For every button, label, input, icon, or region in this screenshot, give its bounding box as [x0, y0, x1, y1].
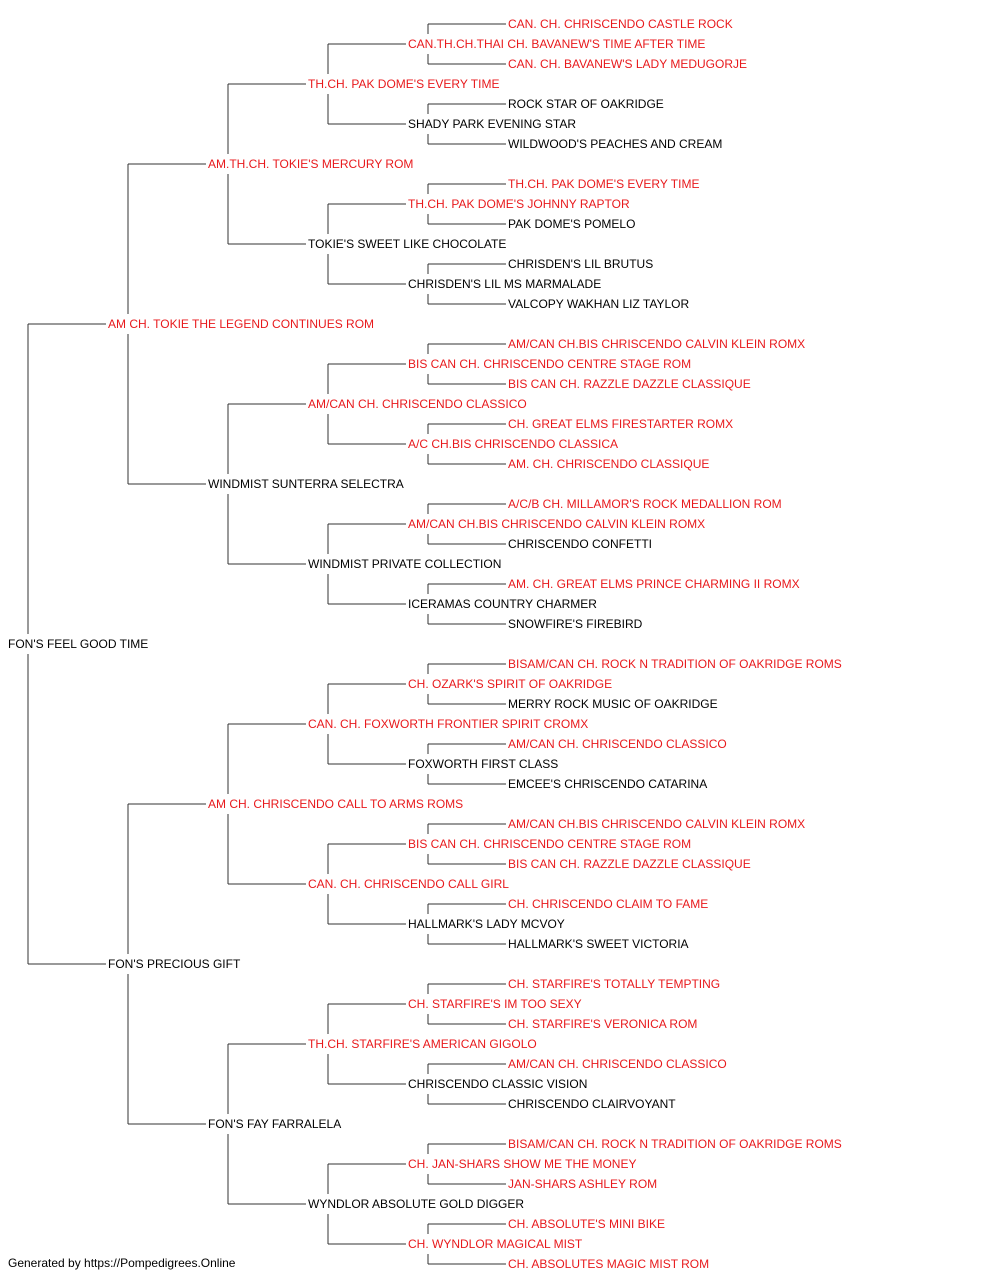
subject-sire-dam-dam-dam-sire-name: AM. CH. GREAT ELMS PRINCE CHARMING II RO…: [508, 577, 800, 591]
subject-sire-dam-dam-dam-name: ICERAMAS COUNTRY CHARMER: [408, 597, 597, 611]
subject-sire-dam-dam-name: WINDMIST PRIVATE COLLECTION: [308, 557, 501, 571]
subject-dam-dam-sire-dam-name: CHRISCENDO CLASSIC VISION: [408, 1077, 587, 1091]
subject-sire-dam-sire-sire-dam-name: BIS CAN CH. RAZZLE DAZZLE CLASSIQUE: [508, 377, 751, 391]
subject-dam-sire-sire-dam-dam-name: EMCEE'S CHRISCENDO CATARINA: [508, 777, 707, 791]
subject-sire-dam-dam-dam-dam-name: SNOWFIRE'S FIREBIRD: [508, 617, 643, 631]
subject-dam-dam-dam-dam-name: CH. WYNDLOR MAGICAL MIST: [408, 1237, 583, 1251]
subject-dam-sire-sire-name: CAN. CH. FOXWORTH FRONTIER SPIRIT CROMX: [308, 717, 588, 731]
subject-dam-sire-sire-sire-dam-name: MERRY ROCK MUSIC OF OAKRIDGE: [508, 697, 718, 711]
subject-dam-dam-name: FON'S FAY FARRALELA: [208, 1117, 341, 1131]
subject-dam-dam-dam-sire-sire-name: BISAM/CAN CH. ROCK N TRADITION OF OAKRID…: [508, 1137, 842, 1151]
subject-sire-dam-sire-sire-name: BIS CAN CH. CHRISCENDO CENTRE STAGE ROM: [408, 357, 691, 371]
subject-sire-name: AM CH. TOKIE THE LEGEND CONTINUES ROM: [108, 317, 374, 331]
subject-sire-sire-name: AM.TH.CH. TOKIE'S MERCURY ROM: [208, 157, 413, 171]
subject-sire-dam-sire-dam-name: A/C CH.BIS CHRISCENDO CLASSICA: [408, 437, 618, 451]
subject-sire-sire-sire-dam-dam-name: WILDWOOD'S PEACHES AND CREAM: [508, 137, 722, 151]
subject-dam-sire-dam-sire-sire-name: AM/CAN CH.BIS CHRISCENDO CALVIN KLEIN RO…: [508, 817, 805, 831]
subject-sire-sire-dam-sire-name: TH.CH. PAK DOME'S JOHNNY RAPTOR: [408, 197, 630, 211]
subject-dam-dam-dam-sire-dam-name: JAN-SHARS ASHLEY ROM: [508, 1177, 657, 1191]
subject-sire-sire-sire-dam-name: SHADY PARK EVENING STAR: [408, 117, 576, 131]
subject-dam-sire-sire-sire-name: CH. OZARK'S SPIRIT OF OAKRIDGE: [408, 677, 612, 691]
subject-name: FON'S FEEL GOOD TIME: [8, 637, 148, 651]
subject-sire-sire-dam-sire-sire-name: TH.CH. PAK DOME'S EVERY TIME: [508, 177, 699, 191]
subject-sire-sire-dam-dam-sire-name: CHRISDEN'S LIL BRUTUS: [508, 257, 653, 271]
subject-dam-sire-dam-dam-dam-name: HALLMARK'S SWEET VICTORIA: [508, 937, 689, 951]
subject-sire-dam-sire-dam-sire-name: CH. GREAT ELMS FIRESTARTER ROMX: [508, 417, 733, 431]
subject-sire-sire-sire-sire-dam-name: CAN. CH. BAVANEW'S LADY MEDUGORJE: [508, 57, 747, 71]
subject-sire-sire-sire-name: TH.CH. PAK DOME'S EVERY TIME: [308, 77, 499, 91]
subject-dam-sire-dam-sire-dam-name: BIS CAN CH. RAZZLE DAZZLE CLASSIQUE: [508, 857, 751, 871]
subject-sire-sire-sire-dam-sire-name: ROCK STAR OF OAKRIDGE: [508, 97, 664, 111]
subject-sire-sire-sire-sire-name: CAN.TH.CH.THAI CH. BAVANEW'S TIME AFTER …: [408, 37, 705, 51]
subject-dam-dam-dam-sire-name: CH. JAN-SHARS SHOW ME THE MONEY: [408, 1157, 636, 1171]
footer-credit: Generated by https://Pompedigrees.Online: [8, 1256, 236, 1270]
subject-sire-sire-dam-dam-dam-name: VALCOPY WAKHAN LIZ TAYLOR: [508, 297, 689, 311]
subject-dam-dam-dam-dam-sire-name: CH. ABSOLUTE'S MINI BIKE: [508, 1217, 665, 1231]
subject-dam-dam-dam-name: WYNDLOR ABSOLUTE GOLD DIGGER: [308, 1197, 524, 1211]
subject-sire-dam-sire-dam-dam-name: AM. CH. CHRISCENDO CLASSIQUE: [508, 457, 709, 471]
subject-sire-dam-dam-sire-name: AM/CAN CH.BIS CHRISCENDO CALVIN KLEIN RO…: [408, 517, 705, 531]
subject-dam-dam-sire-dam-sire-name: AM/CAN CH. CHRISCENDO CLASSICO: [508, 1057, 727, 1071]
subject-dam-sire-sire-dam-sire-name: AM/CAN CH. CHRISCENDO CLASSICO: [508, 737, 727, 751]
subject-sire-dam-dam-sire-dam-name: CHRISCENDO CONFETTI: [508, 537, 652, 551]
subject-dam-dam-sire-sire-sire-name: CH. STARFIRE'S TOTALLY TEMPTING: [508, 977, 720, 991]
subject-dam-dam-sire-sire-name: CH. STARFIRE'S IM TOO SEXY: [408, 997, 582, 1011]
subject-dam-sire-dam-sire-name: BIS CAN CH. CHRISCENDO CENTRE STAGE ROM: [408, 837, 691, 851]
subject-dam-sire-sire-sire-sire-name: BISAM/CAN CH. ROCK N TRADITION OF OAKRID…: [508, 657, 842, 671]
subject-sire-dam-sire-sire-sire-name: AM/CAN CH.BIS CHRISCENDO CALVIN KLEIN RO…: [508, 337, 805, 351]
subject-dam-dam-sire-sire-dam-name: CH. STARFIRE'S VERONICA ROM: [508, 1017, 697, 1031]
subject-sire-sire-dam-name: TOKIE'S SWEET LIKE CHOCOLATE: [308, 237, 506, 251]
subject-sire-dam-name: WINDMIST SUNTERRA SELECTRA: [208, 477, 404, 491]
subject-dam-dam-sire-dam-dam-name: CHRISCENDO CLAIRVOYANT: [508, 1097, 676, 1111]
subject-dam-sire-dam-name: CAN. CH. CHRISCENDO CALL GIRL: [308, 877, 509, 891]
subject-sire-sire-sire-sire-sire-name: CAN. CH. CHRISCENDO CASTLE ROCK: [508, 17, 733, 31]
subject-dam-sire-name: AM CH. CHRISCENDO CALL TO ARMS ROMS: [208, 797, 463, 811]
subject-dam-sire-sire-dam-name: FOXWORTH FIRST CLASS: [408, 757, 558, 771]
subject-dam-dam-dam-dam-dam-name: CH. ABSOLUTES MAGIC MIST ROM: [508, 1257, 709, 1271]
subject-sire-dam-sire-name: AM/CAN CH. CHRISCENDO CLASSICO: [308, 397, 527, 411]
subject-dam-dam-sire-name: TH.CH. STARFIRE'S AMERICAN GIGOLO: [308, 1037, 537, 1051]
subject-sire-sire-dam-dam-name: CHRISDEN'S LIL MS MARMALADE: [408, 277, 601, 291]
subject-sire-sire-dam-sire-dam-name: PAK DOME'S POMELO: [508, 217, 635, 231]
subject-dam-sire-dam-dam-name: HALLMARK'S LADY MCVOY: [408, 917, 565, 931]
subject-sire-dam-dam-sire-sire-name: A/C/B CH. MILLAMOR'S ROCK MEDALLION ROM: [508, 497, 782, 511]
subject-dam-sire-dam-dam-sire-name: CH. CHRISCENDO CLAIM TO FAME: [508, 897, 708, 911]
subject-dam-name: FON'S PRECIOUS GIFT: [108, 957, 241, 971]
